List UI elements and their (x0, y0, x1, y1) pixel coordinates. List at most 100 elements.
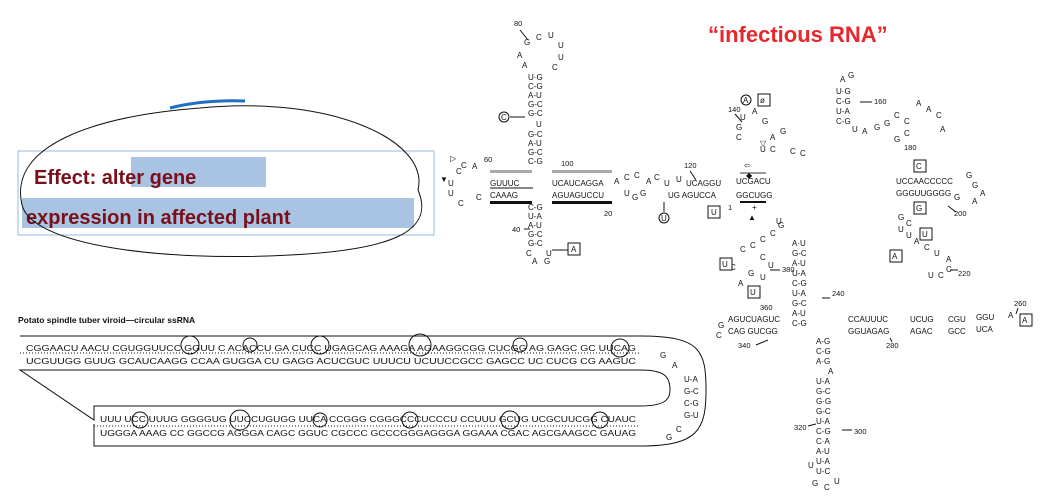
svg-text:C: C (654, 173, 660, 182)
svg-text:C-G: C-G (528, 82, 543, 91)
num-220: 220 (958, 269, 971, 278)
effect-frame (17, 150, 435, 236)
svg-text:C-G: C-G (684, 399, 699, 408)
svg-text:A: A (916, 99, 922, 108)
svg-text:C: C (552, 63, 558, 72)
svg-text:G·G: G·G (816, 397, 831, 406)
svg-text:C: C (456, 167, 462, 176)
svg-text:G: G (884, 119, 890, 128)
circled-a: A (743, 96, 749, 105)
svg-text:C: C (946, 265, 952, 274)
svg-text:C: C (634, 171, 640, 180)
svg-text:G-U: G-U (684, 411, 699, 420)
svg-text:U: U (776, 217, 782, 226)
ellipse-stroke-end (169, 99, 246, 110)
svg-text:C: C (904, 129, 910, 138)
svg-text:U-C: U-C (816, 467, 830, 476)
svg-text:CAG GUCGG: CAG GUCGG (728, 327, 778, 336)
svg-text:G-C: G-C (816, 407, 831, 416)
svg-text:U: U (898, 225, 904, 234)
svg-text:C: C (760, 253, 766, 262)
linear-diagram-caption: Potato spindle tuber viroid—circular ssR… (18, 315, 195, 325)
svg-text:C: C (476, 193, 482, 202)
svg-text:C: C (526, 249, 532, 258)
svg-text:G: G (972, 181, 978, 190)
boxed-c-right: C (916, 162, 922, 171)
svg-text:C: C (824, 483, 830, 492)
bottom-strand-lower: UGGGA AAAG CC GGCCG AGGGA CAGC GGUC CGCC… (100, 429, 636, 438)
svg-text:C: C (904, 117, 910, 126)
infectious-rna-heading: “infectious RNA” (708, 22, 888, 47)
svg-text:G-C: G-C (816, 387, 831, 396)
svg-text:A-U: A-U (528, 139, 542, 148)
num-240: 240 (832, 289, 845, 298)
svg-text:C: C (894, 111, 900, 120)
boxed-a-left: A (571, 245, 577, 254)
boxed-o-slash: ø (760, 96, 765, 105)
num-360: 360 (760, 303, 773, 312)
svg-text:G-C: G-C (528, 109, 543, 118)
svg-text:U: U (852, 125, 858, 134)
highlight-line2 (22, 198, 414, 228)
svg-text:A: A (738, 279, 744, 288)
svg-text:G: G (812, 479, 818, 488)
boxed-u-center: U (711, 208, 717, 217)
svg-text:U: U (934, 249, 940, 258)
num-20: 20 (604, 209, 612, 218)
svg-text:C: C (730, 263, 736, 272)
svg-text:C-G: C-G (836, 117, 851, 126)
svg-text:G-C: G-C (528, 100, 543, 109)
svg-text:UCUG: UCUG (910, 315, 934, 324)
svg-text:U: U (906, 231, 912, 240)
boxed-u-right: U (922, 230, 928, 239)
svg-text:A-G: A-G (816, 337, 830, 346)
highlight-line1 (131, 157, 266, 187)
svg-text:U: U (760, 273, 766, 282)
svg-text:C: C (906, 219, 912, 228)
svg-text:A: A (522, 61, 528, 70)
num-280: 280 (886, 341, 899, 350)
svg-text:A·U: A·U (792, 239, 806, 248)
svg-text:U·G: U·G (836, 87, 851, 96)
effect-highlight-1: alter gene (102, 167, 196, 189)
svg-text:U-A: U-A (684, 375, 698, 384)
svg-text:C-G: C-G (528, 203, 543, 212)
effect-line1: Effect: alter gene (34, 167, 196, 189)
boxed-g-right: G (916, 204, 922, 213)
svg-text:U: U (676, 175, 682, 184)
svg-text:G-C: G-C (792, 299, 807, 308)
svg-text:UCA: UCA (976, 325, 994, 334)
svg-text:U: U (536, 120, 542, 129)
svg-text:C: C (770, 229, 776, 238)
svg-text:C-G: C-G (836, 97, 851, 106)
svg-text:G: G (748, 269, 754, 278)
svg-text:C: C (750, 241, 756, 250)
svg-text:U: U (548, 31, 554, 40)
svg-text:C-G: C-G (528, 157, 543, 166)
svg-text:A: A (614, 177, 620, 186)
svg-text:▷: ▷ (450, 154, 457, 163)
svg-text:U-A: U-A (816, 457, 830, 466)
svg-text:A: A (946, 255, 952, 264)
svg-text:G: G (898, 213, 904, 222)
svg-text:U-A: U-A (528, 212, 542, 221)
svg-text:U-A: U-A (792, 289, 806, 298)
num-380: 380 (782, 265, 795, 274)
svg-text:CCAUUUC: CCAUUUC (848, 315, 888, 324)
num-80: 80 (514, 19, 522, 28)
effect-highlight-2: expression in affected plant (26, 207, 291, 229)
svg-text:A: A (1008, 311, 1014, 320)
svg-text:GGUAGAG: GGUAGAG (848, 327, 889, 336)
svg-text:A: A (770, 133, 776, 142)
boxed-u-lower: U (722, 260, 728, 269)
svg-text:G-C: G-C (528, 239, 543, 248)
svg-text:C: C (760, 235, 766, 244)
svg-text:U: U (558, 53, 564, 62)
svg-text:A: A (672, 361, 678, 370)
svg-text:U·G: U·G (528, 73, 543, 82)
boxed-u-far-right: A (1022, 316, 1028, 325)
num-140: 140 (728, 105, 741, 114)
bottom-strand-upper: UUU UCC UUUG GGGGUG UUCCUGUGG UUCA CCGGG… (100, 415, 636, 424)
svg-text:G: G (632, 193, 638, 202)
